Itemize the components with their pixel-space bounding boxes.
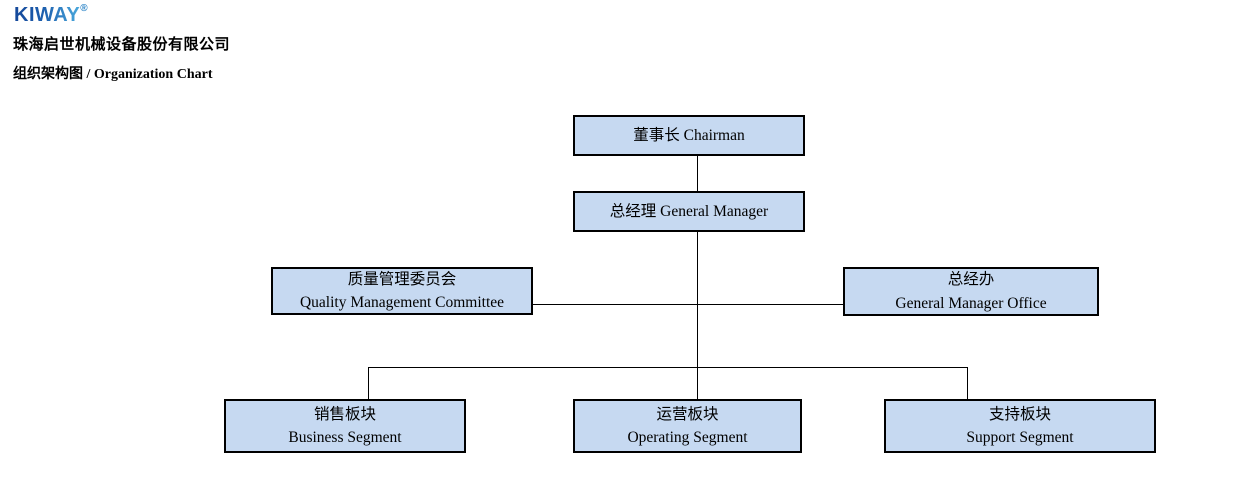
connector-drop-business — [368, 367, 369, 399]
org-node-support-segment: 支持板块 Support Segment — [884, 399, 1156, 453]
connector-gm-trunk — [697, 232, 698, 399]
org-node-chairman-label: 董事长 Chairman — [633, 126, 745, 144]
org-node-operating-label-cn: 运营板块 — [656, 405, 719, 423]
org-node-qmc-label-cn: 质量管理委员会 — [347, 270, 457, 288]
org-node-operating-label-en: Operating Segment — [627, 429, 748, 446]
org-node-operating-segment: 运营板块 Operating Segment — [573, 399, 802, 453]
org-node-business-segment: 销售板块 Business Segment — [224, 399, 466, 453]
page-title: 组织架构图 / Organization Chart — [13, 67, 213, 82]
kiway-logo-text: KIWAY — [14, 4, 81, 26]
connector-committee-office — [533, 304, 843, 305]
company-name: 珠海启世机械设备股份有限公司 — [13, 37, 231, 53]
org-node-qmc-label-en: Quality Management Committee — [299, 294, 505, 311]
org-node-general-manager: 总经理 General Manager — [573, 191, 805, 232]
org-node-business-label-cn: 销售板块 — [313, 405, 376, 423]
connector-chairman-to-gm — [697, 156, 698, 191]
org-node-support-label-en: Support Segment — [966, 429, 1074, 446]
org-node-business-label-en: Business Segment — [288, 429, 402, 446]
registered-trademark-symbol: ® — [80, 3, 89, 14]
connector-drop-support — [967, 367, 968, 399]
connector-segments-branch — [368, 367, 968, 368]
org-node-gmo-label-cn: 总经办 — [947, 271, 995, 289]
org-node-quality-management-committee: 质量管理委员会 Quality Management Committee — [271, 267, 533, 315]
kiway-logo: KIWAY® — [14, 3, 89, 27]
org-node-gmo-label-en: General Manager Office — [895, 294, 1047, 312]
org-node-general-manager-label: 总经理 General Manager — [609, 202, 769, 220]
org-node-chairman: 董事长 Chairman — [573, 115, 805, 156]
org-node-support-label-cn: 支持板块 — [988, 405, 1051, 423]
org-node-general-manager-office: 总经办 General Manager Office — [843, 267, 1099, 316]
